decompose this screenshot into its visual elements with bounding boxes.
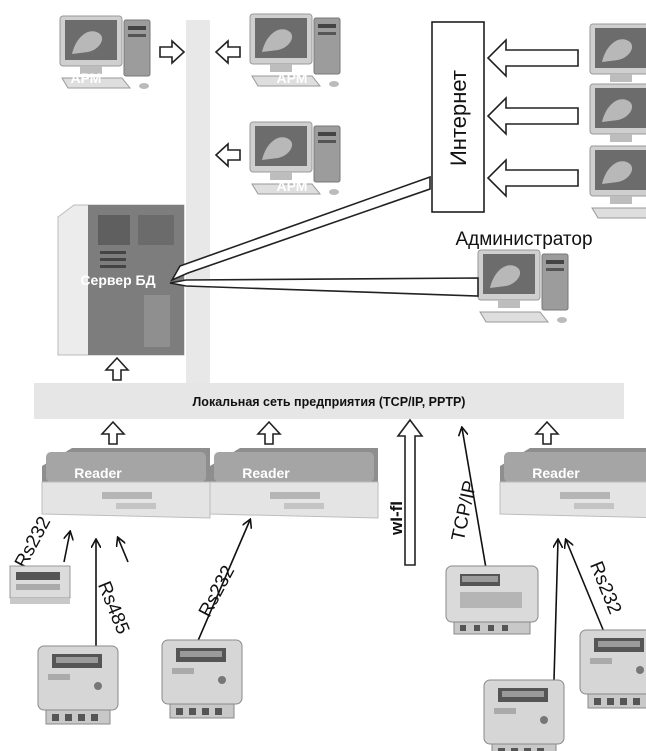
arrow-left-icon — [486, 158, 579, 198]
workstation-3-label: АРМ — [277, 178, 308, 194]
wifi-arrow — [396, 418, 424, 566]
rs232-arrow-meter-2 — [193, 520, 250, 651]
reader-3-label: Reader — [532, 465, 580, 481]
arrow-left-icon — [486, 96, 579, 136]
arrow-left-icon — [214, 142, 241, 168]
aux-arrow — [118, 538, 129, 563]
reader-1[interactable]: Reader — [41, 447, 211, 519]
rs232-label-1: Rs232 — [11, 513, 55, 571]
lan-bar — [34, 383, 624, 419]
tcpip-arrow — [462, 428, 489, 581]
wifi-label: wI-fI — [387, 501, 406, 536]
arrow-up-icon — [534, 420, 560, 445]
meter-3-arrow — [554, 540, 558, 681]
arrow-right-icon — [159, 39, 186, 65]
controller-box[interactable] — [445, 565, 539, 635]
rs485-label: Rs485 — [93, 579, 133, 638]
reader-2-label: Reader — [242, 465, 290, 481]
workstation-1-label: АРМ — [71, 70, 102, 86]
server-label: Сервер БД — [80, 272, 155, 288]
reader-1-label: Reader — [74, 465, 122, 481]
internet-box: Интернет — [431, 21, 485, 213]
arrow-left-icon — [486, 38, 579, 78]
workstation-2[interactable]: АРМ — [249, 13, 341, 88]
arrow-up-icon — [104, 356, 130, 381]
arrow-up-icon — [100, 420, 126, 445]
reader-2[interactable]: Reader — [209, 447, 379, 519]
meter-2[interactable] — [161, 639, 243, 719]
rs232-arrow-meter-4 — [566, 540, 605, 633]
arrow-internet-to-server — [170, 175, 431, 282]
internet-label: Интернет — [446, 70, 471, 166]
remote-computer-3[interactable] — [589, 145, 646, 220]
meter-4[interactable] — [579, 629, 646, 709]
workstation-3[interactable]: АРМ — [249, 121, 341, 196]
arrow-admin-to-server — [169, 277, 479, 297]
lan-label: Локальная сеть предприятия (TCP/IP, PPTP… — [193, 395, 466, 409]
workstation-2-label: АРМ — [277, 70, 308, 86]
admin-label: Администратор — [455, 229, 592, 250]
vertical-bus — [186, 20, 210, 388]
rs232-arrow-left-device — [63, 532, 70, 563]
admin-computer[interactable] — [477, 249, 569, 324]
arrow-left-icon — [214, 39, 241, 65]
arrow-up-icon — [256, 420, 282, 445]
rs232-label-2: Rs232 — [195, 562, 239, 620]
meter-1[interactable] — [37, 645, 119, 725]
workstation-1[interactable]: АРМ — [59, 15, 151, 90]
rs232-label-3: Rs232 — [585, 559, 625, 618]
reader-3[interactable]: Reader — [499, 447, 646, 519]
meter-3[interactable] — [483, 679, 565, 751]
db-server[interactable]: Сервер БД — [57, 204, 185, 356]
din-device[interactable] — [9, 565, 71, 604]
